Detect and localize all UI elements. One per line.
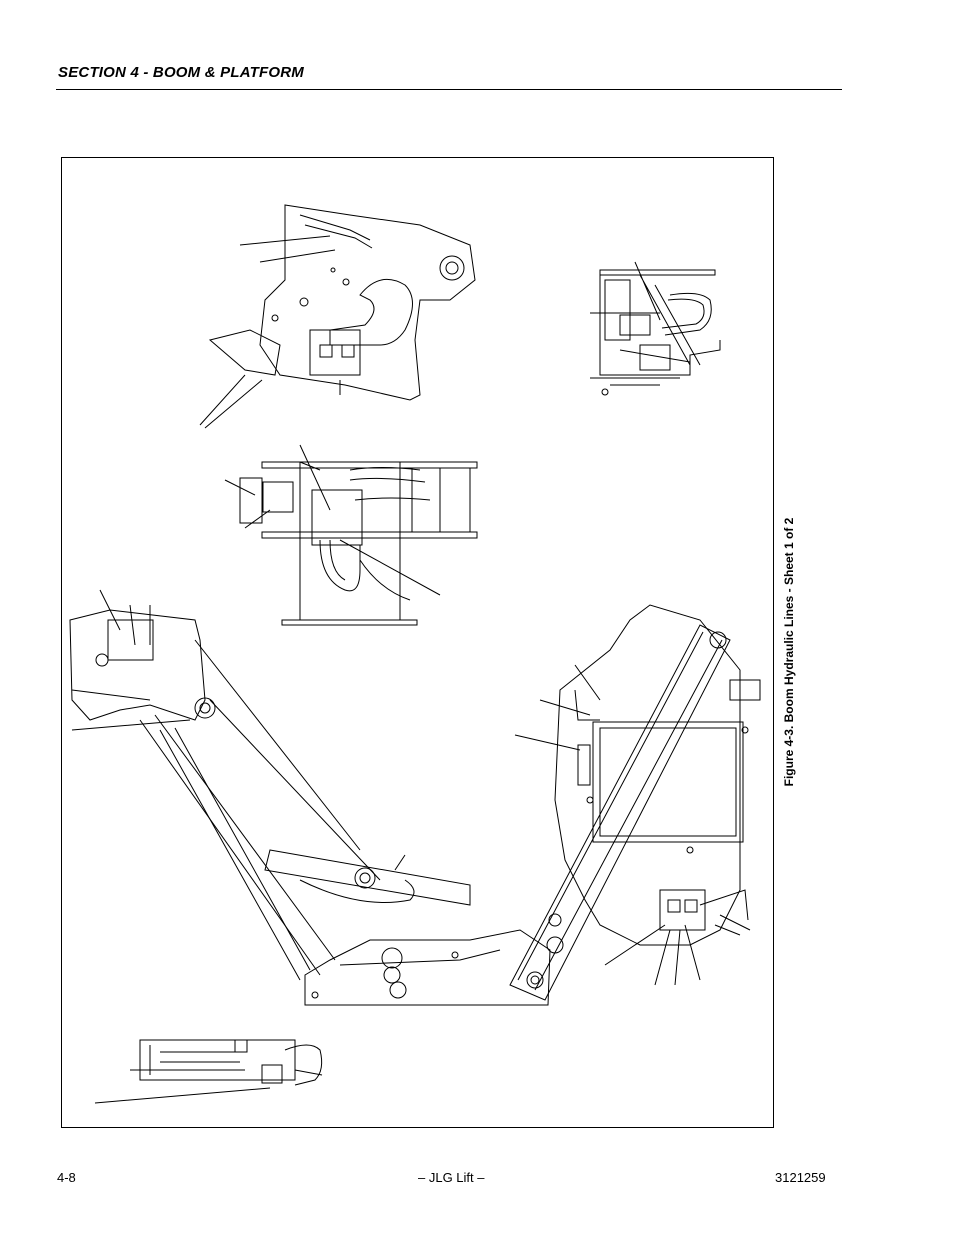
detail-bottom-cylinder xyxy=(94,1039,323,1104)
figure-frame xyxy=(61,157,774,1128)
document-number: 3121259 xyxy=(775,1170,826,1185)
section-header: SECTION 4 - BOOM & PLATFORM xyxy=(58,64,304,81)
detail-pivot-bracket xyxy=(199,204,476,429)
footer-publisher: – JLG Lift – xyxy=(418,1170,485,1185)
page-number: 4-8 xyxy=(57,1170,76,1185)
main-boom-assembly xyxy=(69,589,761,1006)
header-rule xyxy=(56,89,842,90)
figure-caption: Figure 4-3. Boom Hydraulic Lines - Sheet… xyxy=(782,517,796,787)
detail-valve-block xyxy=(224,444,478,626)
detail-upper-right xyxy=(590,261,721,396)
